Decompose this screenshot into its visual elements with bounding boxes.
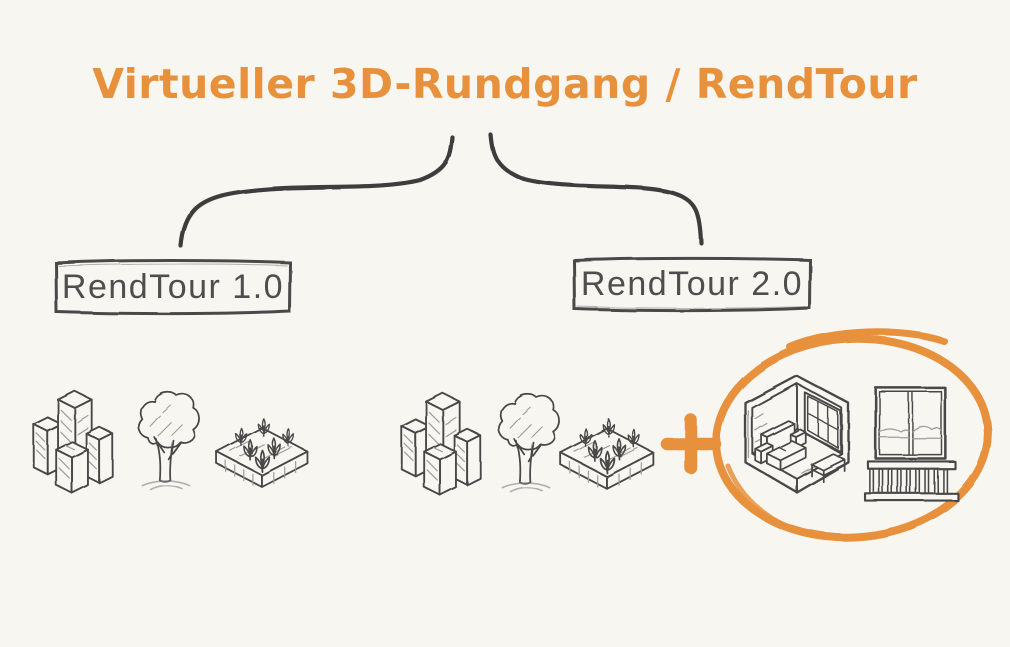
branch-right-line [488,132,704,246]
node-box-rendtour-2: RendTour 2.0 [570,254,814,315]
node-box-rendtour-1: RendTour 1.0 [52,256,294,318]
branch-left-line [178,134,455,249]
tree-icon [491,386,561,500]
highlight-circle [712,328,992,542]
plus-icon [660,413,722,475]
buildings-icon [394,382,488,496]
balcony-icon [860,384,962,504]
node-box-border [572,256,812,313]
node-label-rendtour-1: RendTour 1.0 [61,267,285,306]
garden-bed-icon [212,400,312,494]
node-label-rendtour-2: RendTour 2.0 [580,265,804,303]
node-box-border [54,259,292,316]
page-title: Virtueller 3D-Rundgang / RendTour [92,60,918,108]
tree-icon [131,384,201,498]
buildings-icon [26,380,120,494]
room-interior-icon [733,372,861,508]
garden-bed-icon [556,402,658,494]
